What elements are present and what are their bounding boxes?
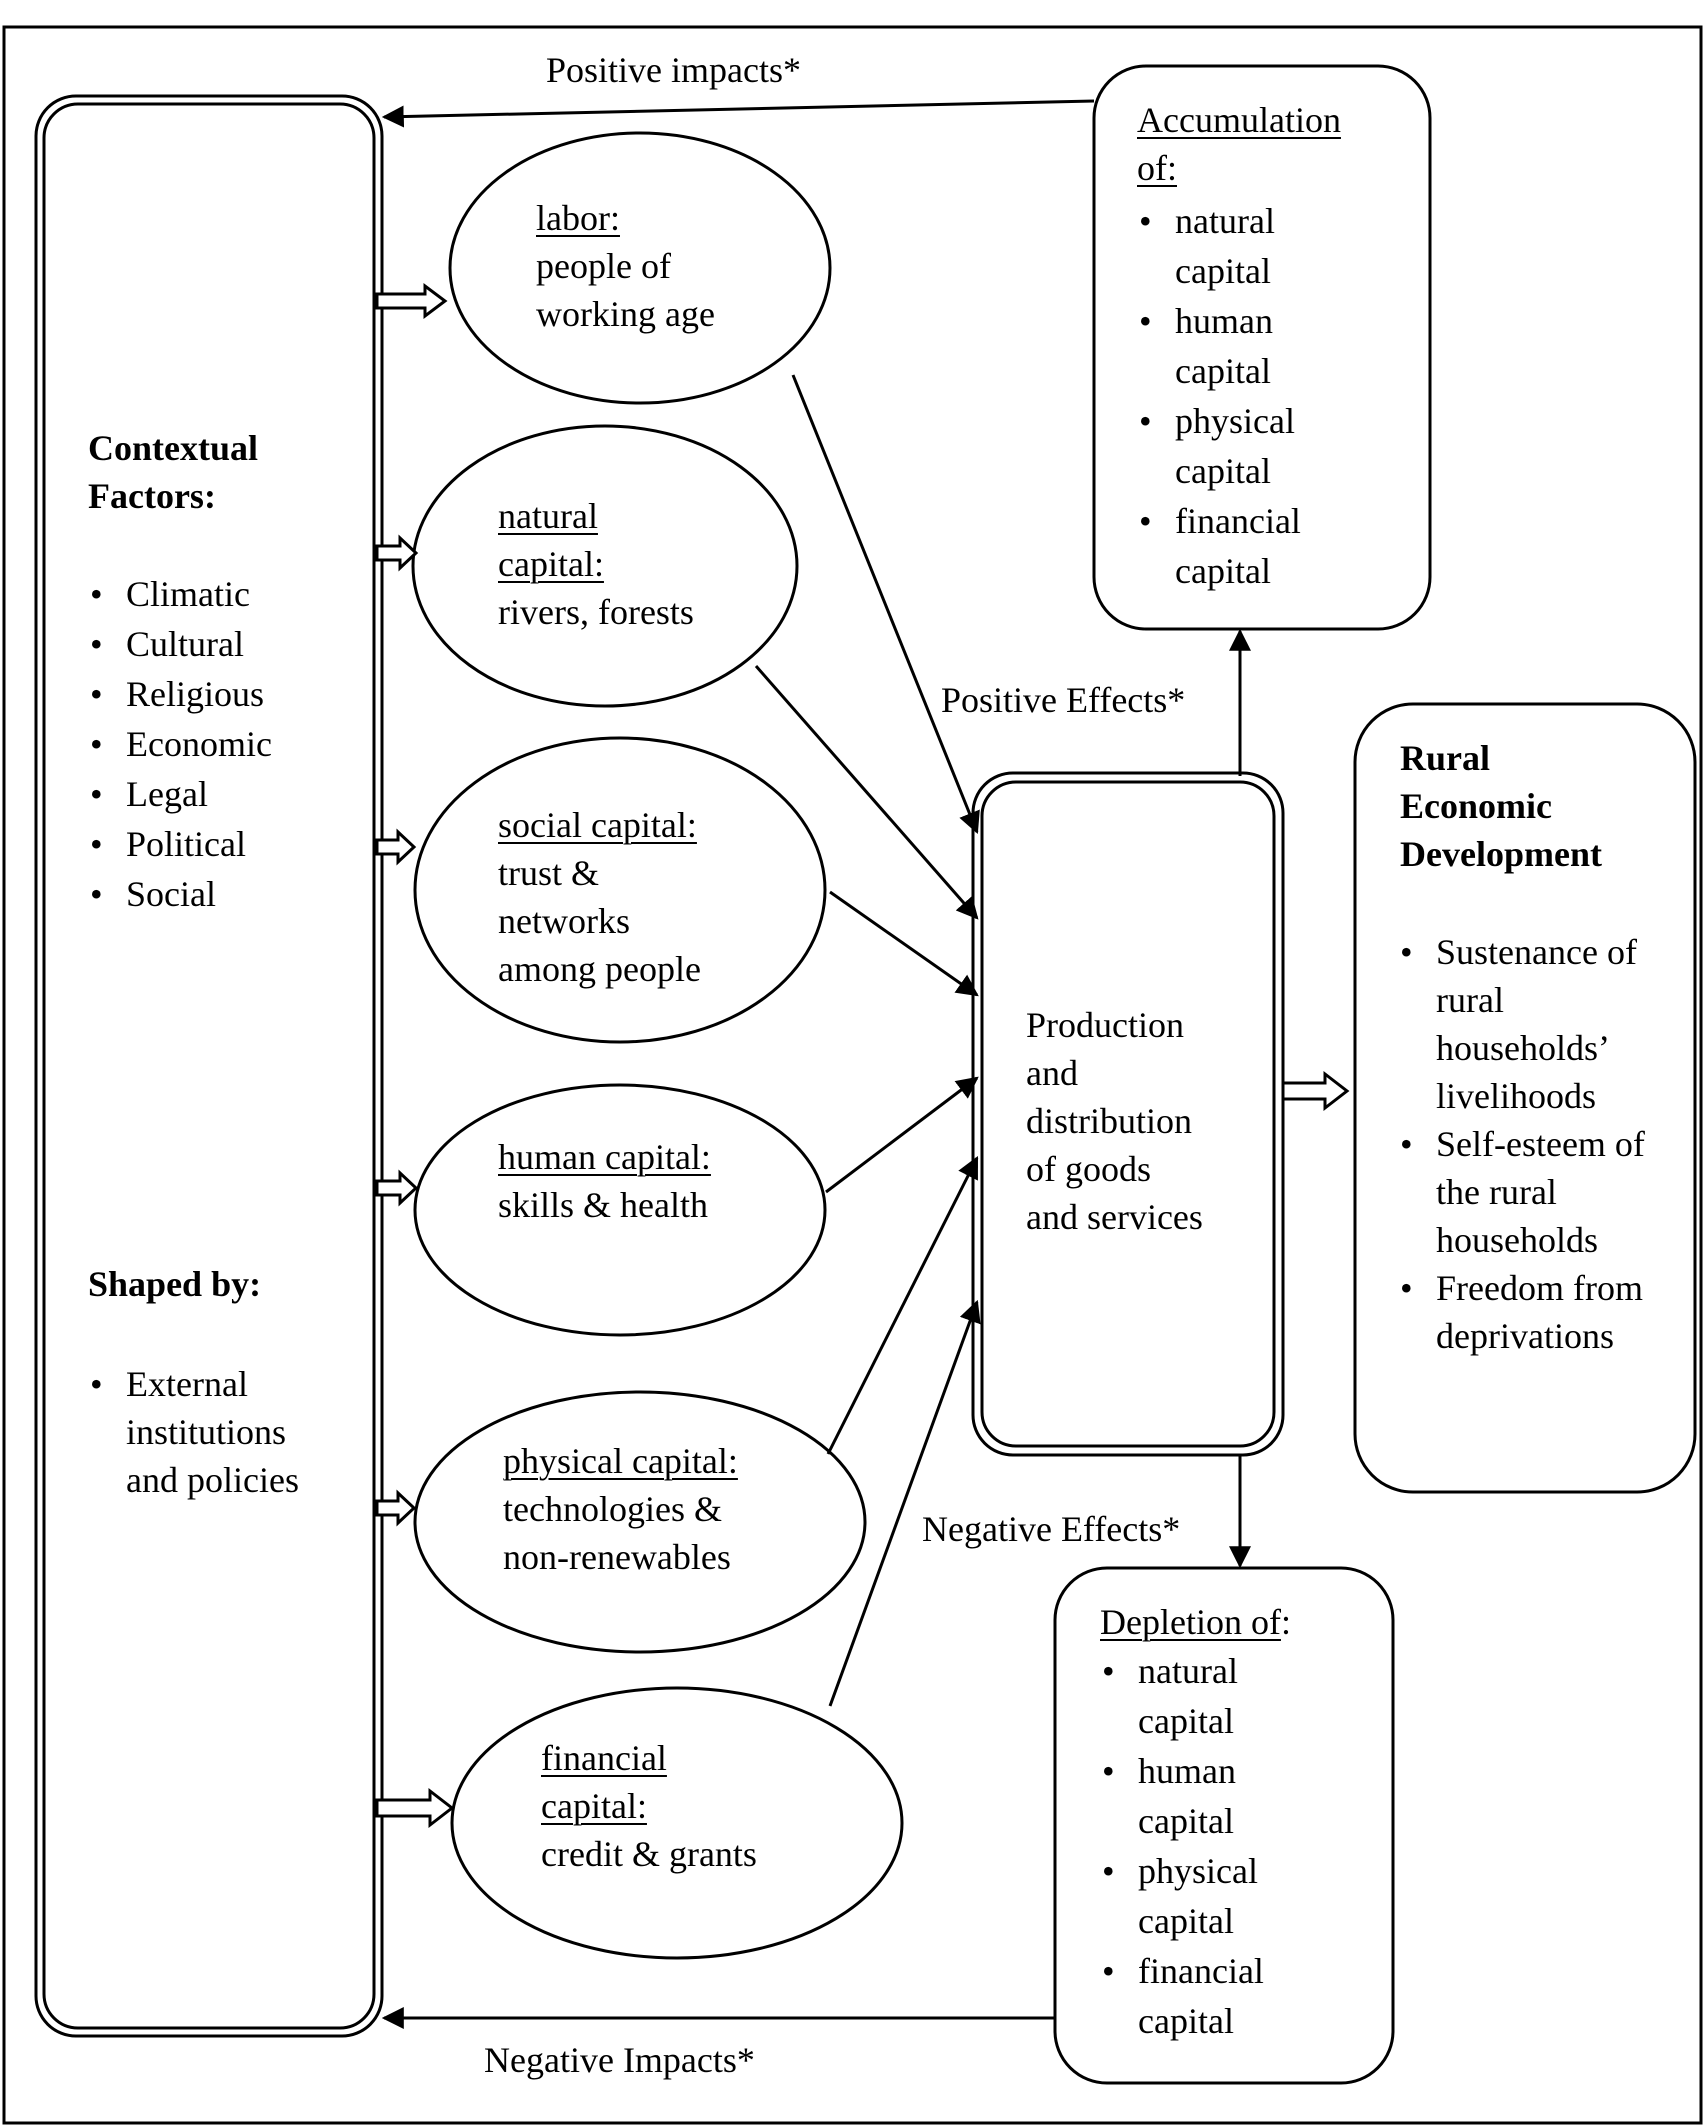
production-line: Production bbox=[1026, 1005, 1184, 1045]
factor-item: Social bbox=[88, 869, 272, 919]
factor-item: Economic bbox=[88, 719, 272, 769]
social-capital-ellipse bbox=[413, 736, 827, 1044]
contextual-title-line2: Factors: bbox=[88, 476, 216, 516]
human-capital-ellipse bbox=[413, 1083, 827, 1337]
rural-item: Sustenance of rural households’ liveliho… bbox=[1398, 928, 1663, 1120]
shaped-by-title: Shaped by: bbox=[88, 1264, 262, 1304]
production-line: of goods bbox=[1026, 1149, 1151, 1189]
physical-capital-line: technologies & bbox=[503, 1489, 722, 1529]
arrow-human-to-production bbox=[825, 1076, 979, 1194]
depletion-list: natural capital human capital physical c… bbox=[1100, 1646, 1300, 2046]
depletion-item: human capital bbox=[1100, 1746, 1300, 1846]
accumulation-title: Accumulation bbox=[1137, 100, 1341, 140]
social-capital-line: networks bbox=[498, 901, 630, 941]
depletion-colon: : bbox=[1280, 1602, 1291, 1642]
rural-title-line2: Economic bbox=[1400, 786, 1552, 826]
depletion-title: Depletion of bbox=[1100, 1602, 1281, 1642]
labor-line: working age bbox=[536, 294, 715, 334]
depletion-title-row: Depletion of: bbox=[1100, 1598, 1291, 1646]
labor-title: labor: bbox=[536, 198, 620, 238]
depletion-item: physical capital bbox=[1100, 1846, 1300, 1946]
natural-capital-title2: capital: bbox=[498, 544, 604, 584]
production-box bbox=[971, 771, 1285, 1457]
contextual-factors-box bbox=[34, 94, 384, 2038]
financial-capital-title2: capital: bbox=[541, 1786, 647, 1826]
rural-list: Sustenance of rural households’ liveliho… bbox=[1398, 928, 1663, 1360]
hollow-arrow-physical bbox=[375, 1489, 417, 1527]
natural-capital-title: natural bbox=[498, 496, 598, 536]
depletion-item: natural capital bbox=[1100, 1646, 1300, 1746]
hollow-arrow-labor bbox=[375, 283, 448, 319]
negative-impacts-label: Negative Impacts* bbox=[484, 2040, 755, 2080]
factor-item: Political bbox=[88, 819, 272, 869]
financial-capital-ellipse bbox=[450, 1686, 904, 1960]
financial-capital-title: financial bbox=[541, 1738, 667, 1778]
arrow-natural-to-production bbox=[754, 665, 979, 920]
production-line: and bbox=[1026, 1053, 1078, 1093]
natural-capital-line: rivers, forests bbox=[498, 592, 694, 632]
human-capital-title: human capital: bbox=[498, 1137, 711, 1177]
arrow-physical-to-production bbox=[826, 1156, 979, 1455]
shaped-by-item: External institutions and policies bbox=[88, 1360, 338, 1504]
production-line: and services bbox=[1026, 1197, 1203, 1237]
arrow-labor-to-production bbox=[791, 374, 980, 835]
accumulation-item: natural capital bbox=[1137, 196, 1337, 296]
depletion-item: financial capital bbox=[1100, 1946, 1300, 2046]
production-line: distribution bbox=[1026, 1101, 1193, 1141]
human-capital-line: skills & health bbox=[498, 1185, 708, 1225]
factor-item: Cultural bbox=[88, 619, 272, 669]
negative-effects-label: Negative Effects* bbox=[922, 1509, 1181, 1549]
hollow-arrow-human bbox=[375, 1169, 419, 1207]
rural-item: Self-esteem of the rural households bbox=[1398, 1120, 1663, 1264]
financial-capital-line: credit & grants bbox=[541, 1834, 757, 1874]
arrow-social-to-production bbox=[829, 890, 979, 997]
contextual-factor-list: Climatic Cultural Religious Economic Leg… bbox=[88, 569, 272, 919]
social-capital-line: trust & bbox=[498, 853, 600, 893]
accumulation-item: physical capital bbox=[1137, 396, 1337, 496]
shaped-by-list: External institutions and policies bbox=[88, 1360, 338, 1504]
factor-item: Religious bbox=[88, 669, 272, 719]
hollow-arrow-social bbox=[375, 828, 417, 866]
labor-ellipse bbox=[448, 131, 832, 405]
factor-item: Climatic bbox=[88, 569, 272, 619]
contextual-title-line1: Contextual bbox=[88, 428, 258, 468]
arrow-financial-to-production bbox=[828, 1299, 981, 1707]
rural-title-line3: Development bbox=[1400, 834, 1602, 874]
factor-item: Legal bbox=[88, 769, 272, 819]
physical-capital-ellipse bbox=[413, 1390, 867, 1654]
accumulation-item: human capital bbox=[1137, 296, 1337, 396]
arrow-positive-impacts bbox=[381, 99, 1095, 128]
hollow-arrow-financial bbox=[375, 1787, 455, 1829]
accumulation-list: natural capital human capital physical c… bbox=[1137, 196, 1337, 596]
social-capital-line: among people bbox=[498, 949, 701, 989]
accumulation-item: financial capital bbox=[1137, 496, 1337, 596]
accumulation-title2: of: bbox=[1137, 148, 1177, 188]
natural-capital-ellipse bbox=[411, 424, 799, 708]
hollow-arrow-rural bbox=[1281, 1070, 1350, 1112]
positive-effects-label: Positive Effects* bbox=[941, 680, 1186, 720]
rural-item: Freedom from deprivations bbox=[1398, 1264, 1663, 1360]
labor-line: people of bbox=[536, 246, 671, 286]
physical-capital-line: non-renewables bbox=[503, 1537, 731, 1577]
hollow-arrow-natural bbox=[375, 534, 419, 572]
rural-title-line1: Rural bbox=[1400, 738, 1490, 778]
social-capital-title: social capital: bbox=[498, 805, 697, 845]
positive-impacts-label: Positive impacts* bbox=[546, 50, 801, 90]
physical-capital-title: physical capital: bbox=[503, 1441, 738, 1481]
outer-border bbox=[2, 25, 1703, 2125]
